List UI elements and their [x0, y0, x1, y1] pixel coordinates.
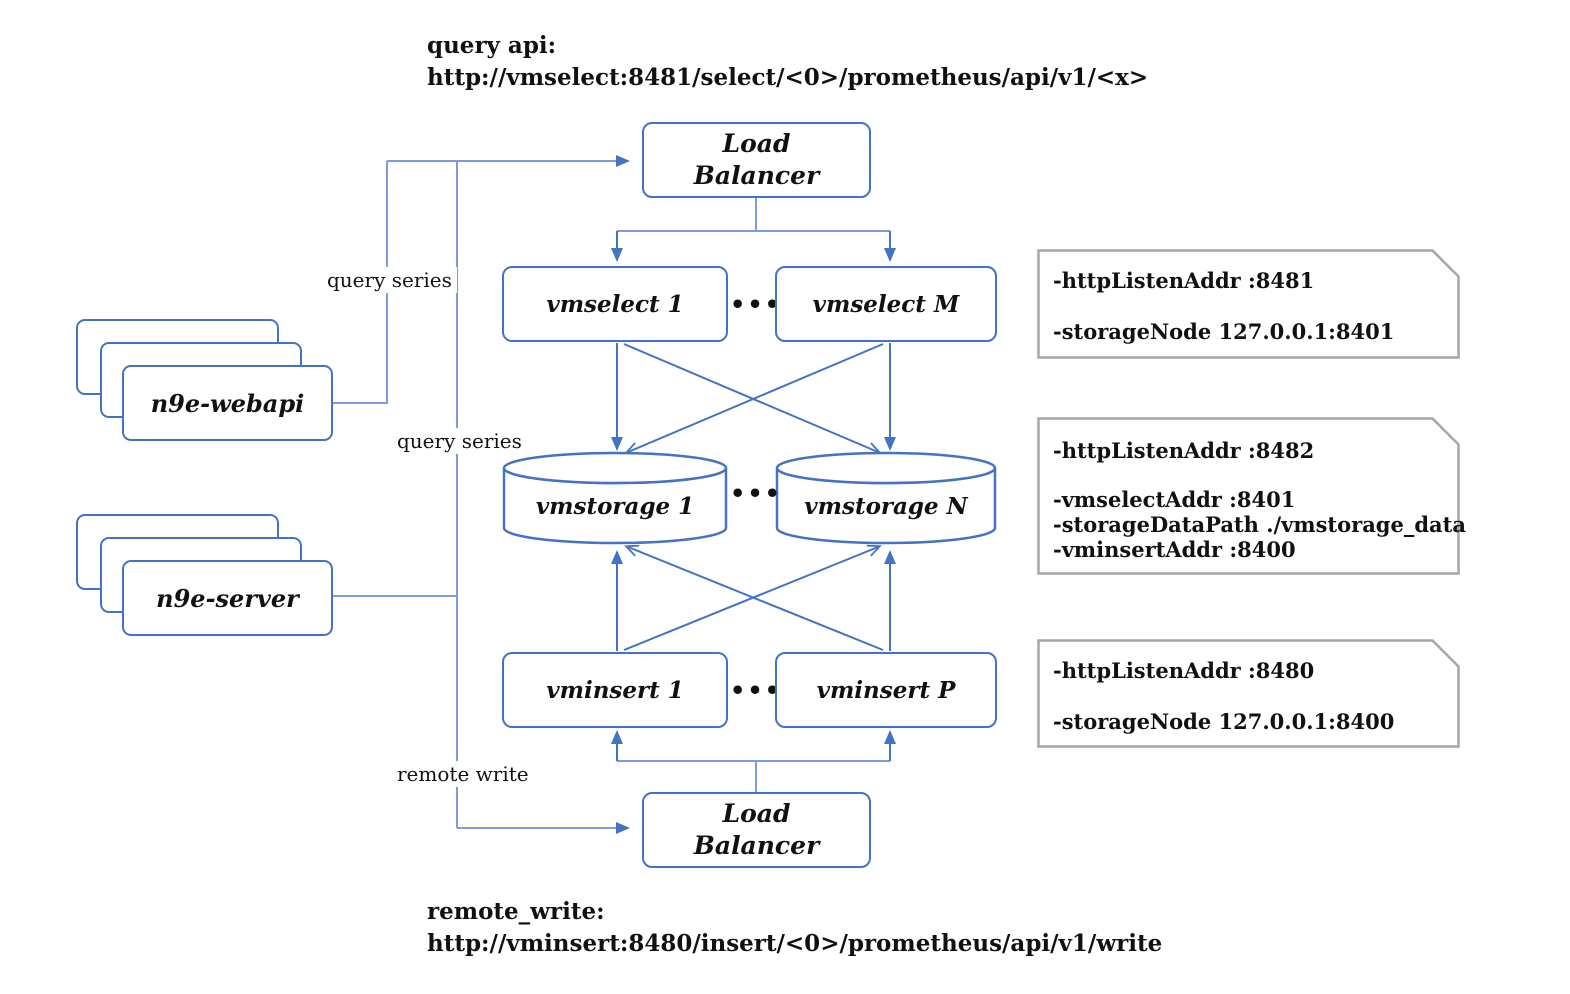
arrow-select1-storagen — [623, 343, 882, 455]
vmselect-config-note: -httpListenAddr :8481 -storageNode 127.0… — [1037, 249, 1460, 359]
n9e-server-node — [122, 560, 333, 636]
query-series-label-mid: query series — [392, 428, 527, 454]
vmselect-m-node: vmselect M — [775, 266, 997, 342]
vmstorage-ellipsis: ••• — [730, 479, 783, 508]
arrow-selectm-storage1 — [624, 343, 884, 455]
vmstorage-n-label: vmstorage N — [804, 492, 968, 520]
load-balancer-top: Load Balancer — [642, 122, 871, 198]
vmstorage-1-cylinder — [502, 451, 728, 545]
note-line: -httpListenAddr :8481 — [1053, 268, 1315, 293]
note-line: -storageNode 127.0.0.1:8401 — [1053, 319, 1395, 344]
query-series-label-top: query series — [322, 267, 457, 293]
vmstorage-1-label: vmstorage 1 — [535, 492, 695, 520]
note-line: -vmselectAddr :8401 — [1053, 487, 1296, 512]
remote-write-annotation: remote_write: http://vminsert:8480/inser… — [427, 896, 1162, 960]
query-api-annotation: query api: http://vmselect:8481/select/<… — [427, 30, 1148, 94]
note-shape — [1037, 417, 1460, 575]
edge-webapi-up — [333, 161, 388, 404]
vminsert-config-note: -httpListenAddr :8480 -storageNode 127.0… — [1037, 639, 1460, 748]
vminsert-p-node: vminsert P — [775, 652, 997, 728]
note-shape — [1037, 249, 1460, 359]
note-line: -vminsertAddr :8400 — [1053, 537, 1296, 562]
vmselect-ellipsis: ••• — [730, 290, 783, 319]
arrow-insertp-storage1 — [624, 544, 884, 651]
note-shape — [1037, 639, 1460, 748]
remote-write-label: remote write — [392, 761, 534, 787]
n9e-server-label: n9e-server — [156, 583, 299, 613]
vmstorage-config-note: -httpListenAddr :8482 -vmselectAddr :840… — [1037, 417, 1466, 575]
note-line: -storageDataPath ./vmstorage_data — [1053, 512, 1466, 537]
note-line: -storageNode 127.0.0.1:8400 — [1053, 709, 1395, 734]
remote-write-title: remote_write: — [427, 898, 605, 925]
edge-lbtop-branch — [617, 198, 890, 232]
query-api-url: http://vmselect:8481/select/<0>/promethe… — [427, 64, 1149, 91]
query-api-title: query api: — [427, 32, 557, 59]
vminsert-1-node: vminsert 1 — [502, 652, 728, 728]
edge-lbbottom-branch — [617, 760, 890, 792]
remote-write-url: http://vminsert:8480/insert/<0>/promethe… — [427, 930, 1163, 957]
n9e-webapi-node — [122, 365, 333, 441]
load-balancer-bottom: Load Balancer — [642, 792, 871, 868]
vminsert-ellipsis: ••• — [730, 676, 783, 705]
n9e-webapi-label: n9e-webapi — [150, 388, 305, 418]
arrow-insert1-storagen — [623, 544, 882, 651]
note-line: -httpListenAddr :8480 — [1053, 658, 1315, 683]
vmselect-1-node: vmselect 1 — [502, 266, 728, 342]
vmstorage-n-cylinder — [775, 451, 997, 545]
note-line: -httpListenAddr :8482 — [1053, 438, 1315, 463]
